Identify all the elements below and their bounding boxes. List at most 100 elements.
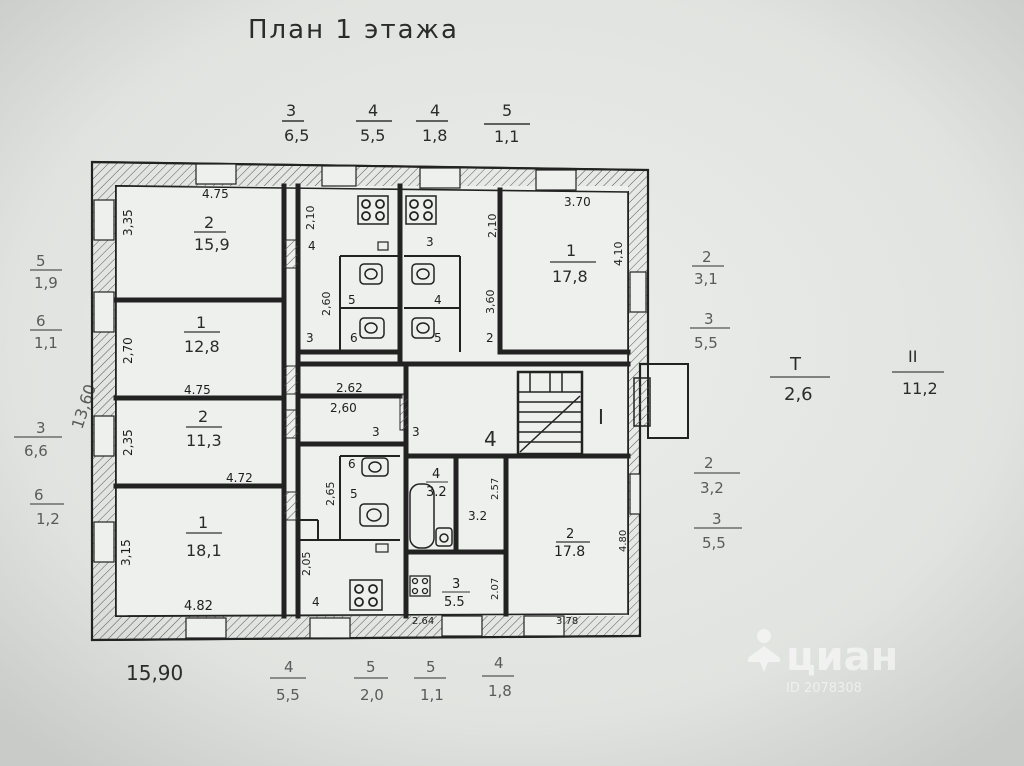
fraction-numerator: 5	[502, 101, 512, 120]
room-number: 1	[566, 241, 576, 260]
room-area: 18,1	[186, 541, 222, 560]
fraction-denominator: 6,5	[284, 126, 309, 145]
fraction-numerator: 4	[494, 654, 504, 672]
dimension-label: 2,60	[320, 292, 333, 317]
dimension-label: 4.82	[184, 599, 213, 614]
room-index: 4	[434, 293, 442, 307]
toilet-icon	[411, 317, 435, 339]
dimension-label: 4.75	[202, 187, 229, 201]
cian-watermark: циан ID 2078308	[748, 629, 898, 696]
cian-brand-text: циан	[786, 634, 898, 680]
door-opening	[283, 491, 299, 521]
top-fractions: 3 6,5 4 5,5 4 1,8 5 1,1	[282, 101, 530, 146]
bottom-fractions: 4 5,5 5 2,0 5 1,1 4 1,8	[270, 654, 514, 704]
room-number: 2	[204, 213, 214, 232]
dimension-label: 4,10	[612, 242, 625, 267]
fraction-denominator: 1,1	[34, 334, 58, 352]
room-number: 2	[198, 407, 208, 426]
room-index: 4	[312, 595, 320, 609]
building	[90, 160, 689, 642]
hall-number: 4	[484, 427, 497, 451]
dimension-label: 2.62	[336, 381, 363, 395]
room-labels: 2 15,9 1 12,8 2 11,3 1 18,1 1 17,8 2 17.…	[184, 213, 604, 610]
dimension-label: 3.70	[564, 195, 591, 209]
fraction-denominator: 1,9	[34, 274, 58, 292]
room-label: 4 3.2	[426, 467, 448, 500]
dimensions: 4.75 3,35 2,70 4.75 2,35 4.72 3,15 4.82 …	[119, 187, 629, 627]
room-index: 5	[350, 487, 358, 501]
door-opening	[399, 393, 409, 431]
room-area: 5.5	[444, 595, 465, 610]
dimension-label: 4.75	[184, 383, 211, 397]
stove-icon	[349, 579, 383, 611]
overall-length: 15,90	[126, 661, 183, 685]
room-index: 5	[348, 293, 356, 307]
room-index: 6	[350, 331, 358, 345]
fraction-denominator: 2,6	[784, 384, 813, 405]
room-label: 1 12,8	[184, 313, 220, 356]
toilet-icon	[359, 503, 389, 527]
dimension-label: 2,65	[324, 482, 337, 507]
door-opening	[283, 409, 299, 439]
fraction-numerator: 6	[34, 486, 44, 504]
toilet-icon	[435, 527, 453, 547]
dimension-label: 2.64	[412, 616, 434, 627]
room-number: 1	[196, 313, 206, 332]
dimension-label: 2.57	[490, 478, 501, 500]
toilet-icon	[359, 317, 385, 339]
fraction-denominator: 5,5	[702, 534, 726, 552]
fraction-numerator: Т	[789, 354, 802, 375]
dimension-label: 2,10	[486, 214, 499, 239]
stove-icon	[405, 195, 437, 225]
room-area: 12,8	[184, 337, 220, 356]
dimension-label: 2,60	[330, 401, 357, 415]
stove-icon	[357, 195, 389, 225]
fraction-numerator: 3	[286, 101, 296, 120]
top-fraction: 4 1,8	[416, 101, 448, 145]
fraction-denominator: 5,5	[276, 686, 300, 704]
door-opening	[283, 239, 299, 269]
door-opening	[283, 365, 299, 395]
stair-label: I	[598, 405, 604, 429]
top-fraction: 4 5,5	[356, 101, 392, 145]
room-label: 3 5.5	[442, 577, 470, 610]
fraction-numerator: 4	[430, 101, 440, 120]
fraction-denominator: 3,2	[700, 479, 724, 497]
fraction-numerator: 3	[704, 310, 714, 328]
dimension-label: 3,60	[484, 290, 497, 315]
dimension-label: 3,35	[121, 209, 135, 236]
fraction-numerator: 4	[284, 658, 294, 676]
room-index: 3	[412, 425, 420, 439]
room-area: 11,3	[186, 431, 222, 450]
fraction-numerator: 4	[368, 101, 378, 120]
stove-icon	[409, 575, 431, 597]
dimension-label: 2,70	[121, 337, 135, 364]
windows	[93, 163, 647, 639]
room-area: 17.8	[554, 544, 585, 560]
fraction-numerator: 6	[36, 312, 46, 330]
sink-icon	[375, 543, 389, 553]
room-label: 2 17.8	[554, 527, 590, 560]
room-area: 17,8	[552, 267, 588, 286]
fraction-numerator: 2	[702, 248, 712, 266]
fraction-numerator: 3	[36, 419, 46, 437]
fraction-numerator: 2	[704, 454, 714, 472]
fraction-denominator: 5,5	[360, 126, 385, 145]
room-index: 2	[486, 331, 494, 345]
fraction-denominator: 5,5	[694, 334, 718, 352]
fraction-numerator: 5	[36, 252, 46, 270]
staircase	[516, 370, 584, 456]
cian-logo-icon	[748, 629, 780, 672]
fraction-numerator: II	[908, 347, 917, 366]
room-number: 1	[198, 513, 208, 532]
fraction-denominator: 2,0	[360, 686, 384, 704]
fraction-denominator: 1,2	[36, 510, 60, 528]
room-index: 4	[308, 239, 316, 253]
room-area: 3.2	[426, 485, 447, 500]
dimension-label: 4.72	[226, 471, 253, 485]
dimension-label: 2,10	[304, 206, 317, 231]
dimension-label: 3.78	[556, 616, 578, 627]
left-fractions: 5 1,9 6 1,1 3 6,6 6 1,2	[14, 252, 64, 528]
fraction-numerator: 5	[366, 658, 376, 676]
